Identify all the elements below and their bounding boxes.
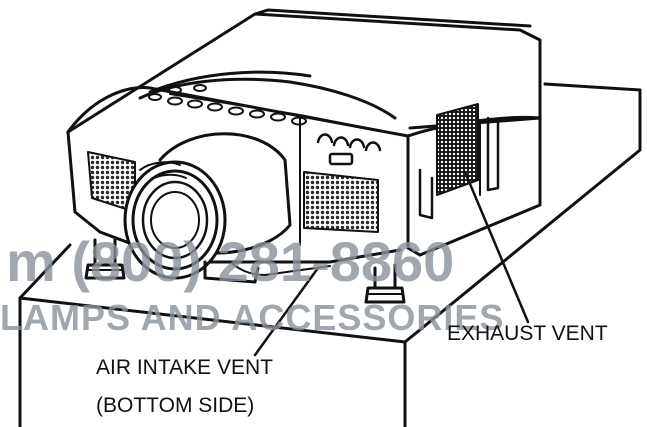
indicator-lamps [316,133,382,166]
table [18,82,642,427]
air-intake-vent-label: AIR INTAKE VENT [96,356,273,379]
air-intake-bottom-side-label: (BOTTOM SIDE) [96,394,255,417]
lens-assembly [123,132,292,280]
control-buttons [148,84,307,126]
leader-lines [253,170,530,357]
adjustable-feet [84,238,406,304]
exhaust-vent-mesh [436,103,479,196]
front-grille-right [303,171,379,233]
exhaust-vent-label: EXHAUST VENT [447,322,608,345]
